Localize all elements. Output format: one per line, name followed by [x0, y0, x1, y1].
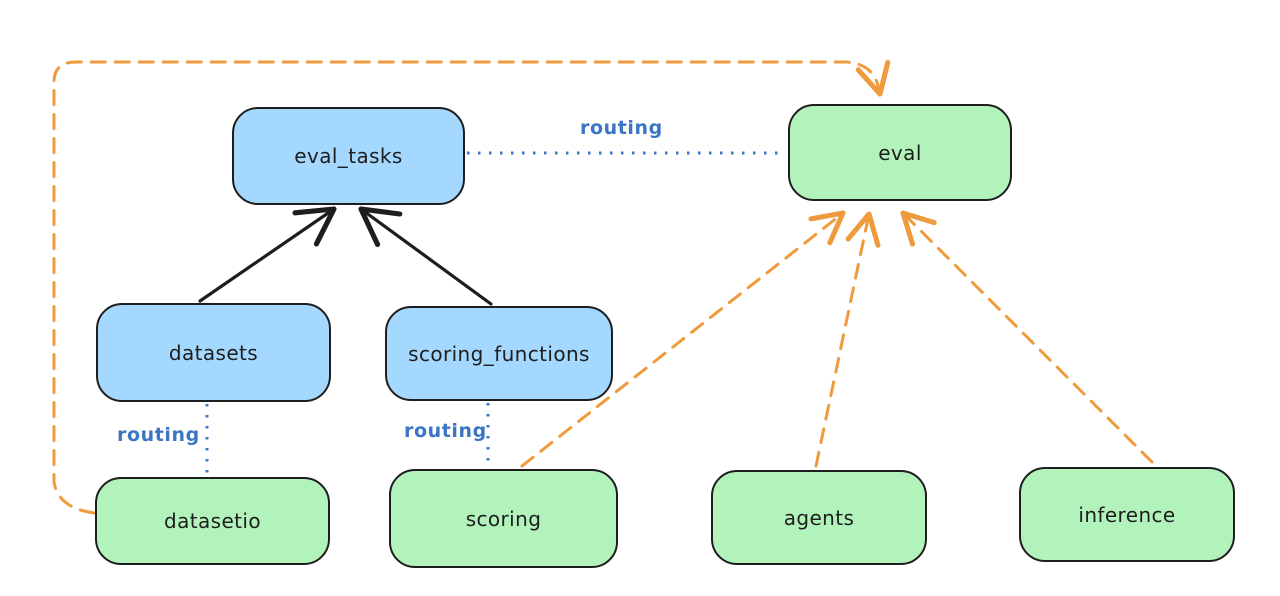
edge-scoring-to-eval-dashed	[520, 210, 846, 468]
node-datasetio: datasetio	[95, 477, 330, 565]
routing-label-scoring_functions-scoring: routing	[404, 420, 487, 442]
routing-label-eval_tasks-eval: routing	[580, 117, 663, 139]
node-scoring_functions-label: scoring_functions	[408, 341, 590, 366]
node-agents: agents	[711, 470, 927, 565]
node-inference-label: inference	[1078, 502, 1176, 527]
node-datasets-label: datasets	[168, 340, 259, 365]
edge-agents-to-eval-dashed	[814, 211, 881, 468]
node-eval_tasks-label: eval_tasks	[294, 144, 403, 168]
edge-datasetio-to-eval-loop	[52, 59, 891, 515]
node-scoring-label: scoring	[465, 506, 542, 531]
edge-datasets-to-eval_tasks	[198, 206, 337, 303]
edge-inference-to-eval-dashed	[900, 210, 1154, 464]
node-datasetio-label: datasetio	[163, 509, 261, 533]
node-inference: inference	[1019, 467, 1235, 562]
node-eval: eval	[788, 104, 1012, 201]
node-datasets: datasets	[96, 303, 331, 402]
node-agents-label: agents	[783, 505, 855, 530]
edge-scoring_functions-to-eval_tasks	[358, 206, 493, 306]
routing-label-datasets-datasetio: routing	[117, 424, 200, 446]
node-eval-label: eval	[878, 140, 922, 165]
node-scoring: scoring	[389, 469, 618, 568]
node-scoring_functions: scoring_functions	[385, 306, 613, 401]
node-eval_tasks: eval_tasks	[232, 107, 465, 205]
